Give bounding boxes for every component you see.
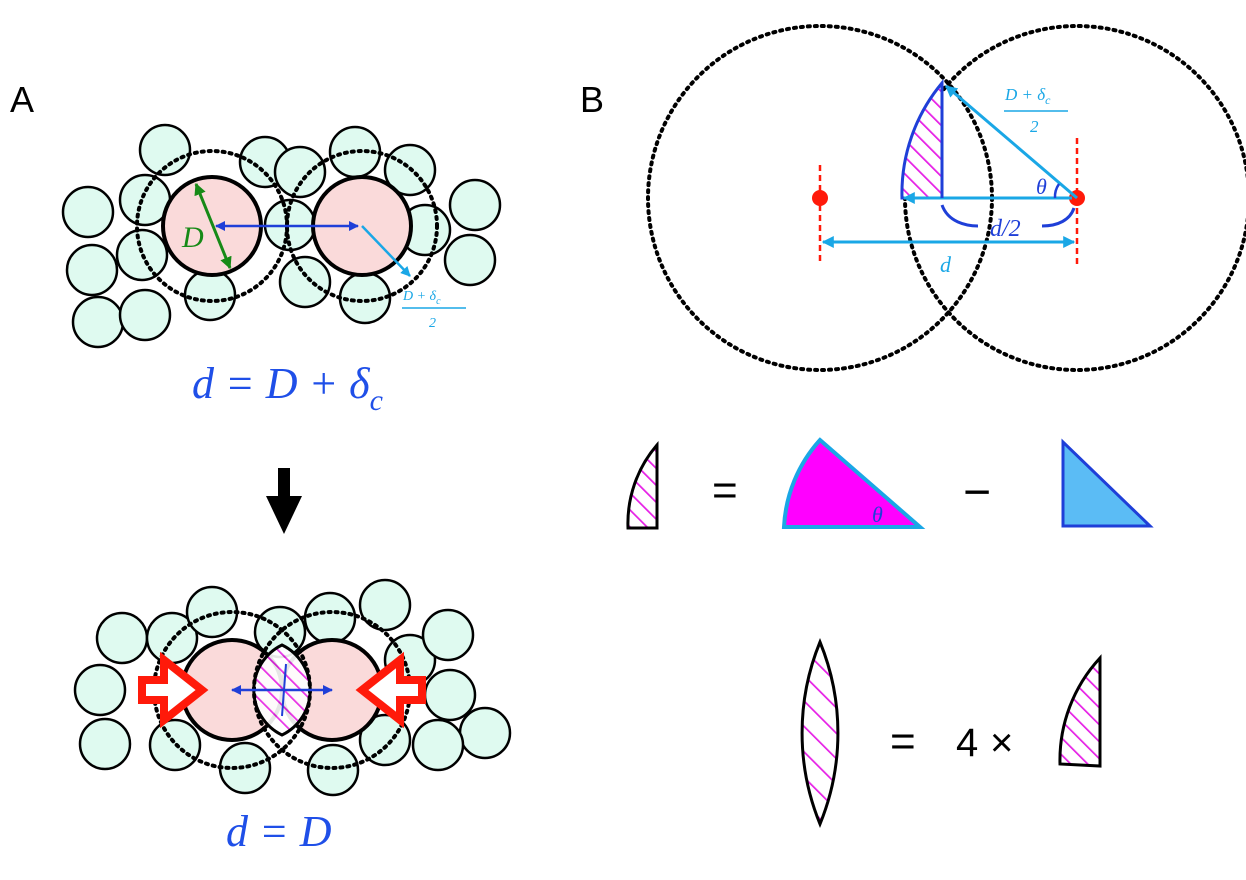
half-distance-label: d/2 — [990, 216, 1021, 242]
sector-shape — [781, 437, 926, 529]
neighbor-particle — [358, 713, 412, 767]
neighbor-particle — [278, 255, 332, 309]
neighbor-particle — [458, 706, 512, 760]
diameter-arrow — [194, 182, 232, 270]
relation-segment-equals-sector-minus-triangle: = θ − — [626, 437, 1154, 530]
neighbor-particle — [411, 718, 465, 772]
radius-fraction-subscript: c — [436, 296, 441, 307]
neighbor-particle — [71, 295, 125, 349]
neighbor-particle — [65, 243, 119, 297]
svg-text:D + δc: D + δc — [402, 289, 441, 307]
triangle-shape — [1061, 438, 1154, 528]
radius-fraction-numerator: D + δ — [1004, 85, 1046, 104]
compression-arrow-left — [138, 651, 209, 729]
neighbor-particle — [183, 268, 237, 322]
neighbor-particle — [78, 717, 132, 771]
neighbor-particle — [443, 233, 497, 287]
segment-shape-small — [1058, 654, 1102, 768]
neighbor-particle — [303, 591, 357, 645]
panel-b-label: B — [580, 79, 604, 120]
lens-shape — [800, 638, 840, 828]
segment-shape — [626, 440, 659, 530]
radius-fraction-numerator: D + δ — [402, 289, 437, 304]
neighbor-particle — [448, 178, 502, 232]
radius-fraction-subscript: c — [1045, 93, 1051, 107]
theta-label: θ — [1036, 174, 1047, 199]
neighbor-particle — [423, 668, 477, 722]
neighbor-particle — [95, 611, 149, 665]
equals-sign-1: = — [712, 466, 738, 515]
radius-fraction-denominator: 2 — [1030, 117, 1039, 136]
compression-arrow-right — [355, 651, 426, 729]
neighbor-particle — [138, 123, 192, 177]
distance-label: d — [940, 252, 952, 277]
overlap-quarter-segment — [900, 78, 944, 200]
radius-line-b — [945, 84, 1078, 200]
equation-contact-distance: d = D — [226, 807, 332, 856]
minus-sign: − — [963, 466, 991, 519]
factor-four: 4 — [956, 721, 978, 765]
neighbor-particle — [421, 608, 475, 662]
process-arrow-down — [266, 468, 302, 534]
neighbor-particles-top — [61, 123, 502, 349]
neighbor-particle — [61, 185, 115, 239]
neighbor-particle — [358, 578, 412, 632]
sector-theta-label: θ — [872, 502, 883, 527]
neighbor-particle — [118, 288, 172, 342]
half-distance-brace — [940, 204, 1076, 228]
equation-initial-distance: d = D + δc — [192, 359, 383, 417]
radius-fraction-a: D + δc 2 — [402, 289, 466, 331]
center-markers — [812, 138, 1085, 265]
equals-sign-2: = — [890, 717, 916, 766]
svg-text:D + δc: D + δc — [1004, 85, 1051, 107]
neighbor-particle — [273, 145, 327, 199]
contact-sphere-right — [285, 149, 439, 303]
neighbor-particle — [73, 663, 127, 717]
radius-fraction-b: D + δc 2 — [1004, 85, 1068, 136]
radius-fraction-denominator: 2 — [429, 316, 436, 331]
times-sign: × — [990, 721, 1013, 765]
diameter-label: D — [181, 221, 204, 254]
panel-a-label: A — [10, 79, 34, 120]
overlap-center-tick — [281, 663, 287, 717]
contact-radius-line — [361, 225, 411, 277]
center-point-left — [812, 190, 828, 206]
neighbor-particle — [306, 743, 360, 797]
theta-angle-arc — [1053, 183, 1061, 199]
relation-lens-equals-four-segments: = 4 × — [800, 638, 1102, 828]
